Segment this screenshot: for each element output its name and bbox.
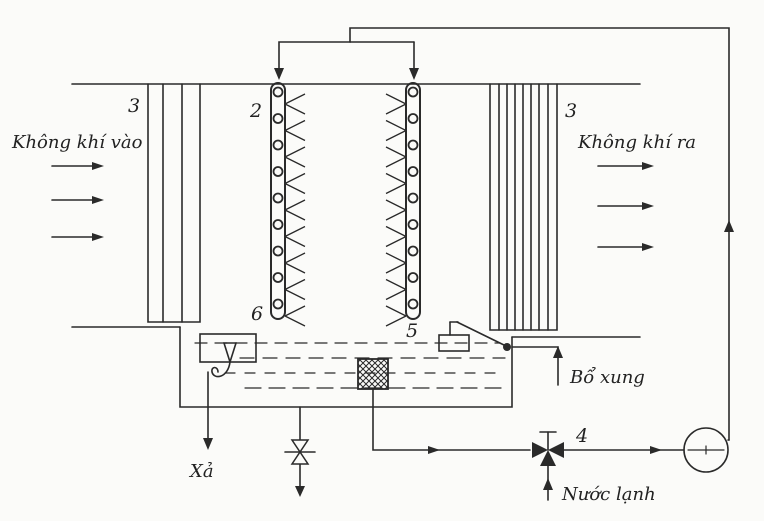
three-way-valve xyxy=(532,431,685,501)
spray-nozzle xyxy=(272,298,284,310)
water-surface xyxy=(194,342,506,389)
float-valve-number: 5 xyxy=(406,320,418,342)
air-out-label: Không khí ra xyxy=(577,132,696,153)
supply-pipe xyxy=(278,27,730,441)
air-in-label: Không khí vào xyxy=(11,132,143,153)
suction-pipe xyxy=(372,388,531,451)
makeup-arrow xyxy=(553,346,563,358)
spray-nozzle xyxy=(407,139,419,151)
spray-nozzle xyxy=(272,166,284,177)
spray-nozzle xyxy=(272,86,284,98)
spray-nozzle xyxy=(272,113,284,124)
left-eliminator xyxy=(147,83,201,323)
eliminator-left-number: 3 xyxy=(128,95,140,117)
water-basin xyxy=(179,326,513,408)
overflow-box xyxy=(199,333,257,378)
cold-water-arrow xyxy=(543,478,553,490)
basin-drain-valve xyxy=(284,406,316,497)
spray-nozzle xyxy=(272,245,284,257)
drain-label: Xả xyxy=(188,461,214,482)
makeup-pipe xyxy=(511,346,559,386)
makeup-inlet-node xyxy=(503,343,511,351)
flow-arrow-return-riser xyxy=(724,220,734,232)
spray-nozzle xyxy=(407,219,419,230)
spray-header-number: 2 xyxy=(249,100,262,122)
spray-nozzle xyxy=(407,245,419,257)
right-eliminator xyxy=(489,83,558,331)
suction-arrow xyxy=(428,446,440,454)
makeup-label: Bổ xung xyxy=(569,366,645,388)
left-spray-header xyxy=(270,82,306,327)
air-in-arrows xyxy=(51,162,104,241)
eliminator-right-number: 3 xyxy=(565,100,577,122)
spray-nozzle xyxy=(272,192,284,204)
float-valve xyxy=(438,321,507,352)
air-out-arrows xyxy=(597,162,654,251)
spray-nozzle xyxy=(407,113,419,124)
spray-nozzle xyxy=(407,86,419,98)
spray-nozzle xyxy=(272,219,284,230)
spray-nozzle xyxy=(407,192,419,204)
spray-nozzle xyxy=(272,139,284,151)
cold-water-label: Nước lạnh xyxy=(561,484,656,505)
overflow-number: 6 xyxy=(251,303,263,325)
spray-nozzle xyxy=(407,298,419,310)
flow-arrow-right-header xyxy=(409,68,419,80)
flow-arrow-left-header xyxy=(274,68,284,80)
pump-inlet-arrow xyxy=(650,446,662,454)
right-spray-header xyxy=(385,82,421,327)
spray-nozzle xyxy=(407,166,419,177)
three-way-valve-number: 4 xyxy=(575,425,588,447)
spray-nozzle xyxy=(407,272,419,283)
suction-filter xyxy=(357,358,389,390)
spray-nozzle xyxy=(272,272,284,283)
drain-arrow xyxy=(203,438,213,450)
circulation-pump xyxy=(683,427,730,473)
